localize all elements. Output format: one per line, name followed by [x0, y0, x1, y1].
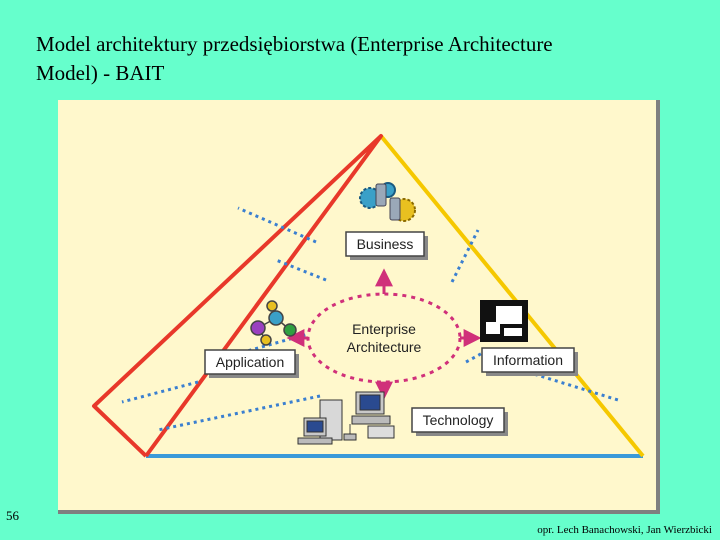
diagram-panel: Enterprise Architecture Business Applica…	[58, 100, 656, 510]
footer-credit: opr. Lech Banachowski, Jan Wierzbicki	[537, 524, 712, 536]
information-label: Information	[493, 352, 563, 368]
information-box: Information	[481, 347, 578, 376]
center-label-line1: Enterprise	[352, 321, 416, 337]
slide-title: Model architektury przedsiębiorstwa (Ent…	[36, 30, 696, 88]
computers-icon	[297, 391, 395, 445]
technology-box: Technology	[411, 407, 508, 436]
document-icon	[480, 300, 528, 342]
slide-title-line2: Model) - BAIT	[36, 61, 165, 85]
bait-pyramid-diagram: Enterprise Architecture Business Applica…	[92, 134, 645, 458]
gears-icon	[359, 182, 416, 222]
molecule-icon	[250, 300, 297, 346]
pyramid-left-edge	[92, 134, 383, 458]
center-ellipse	[306, 292, 462, 384]
slide-title-line1: Model architektury przedsiębiorstwa (Ent…	[36, 32, 553, 56]
business-label: Business	[357, 236, 414, 252]
business-box: Business	[345, 231, 428, 260]
application-box: Application	[204, 349, 299, 378]
technology-label: Technology	[423, 412, 494, 428]
application-label: Application	[216, 354, 285, 370]
center-label-line2: Architecture	[347, 339, 422, 355]
pyramid-right-edge	[379, 134, 645, 458]
page-number: 56	[6, 508, 19, 523]
diagram-shadow: Enterprise Architecture Business Applica…	[58, 100, 660, 514]
